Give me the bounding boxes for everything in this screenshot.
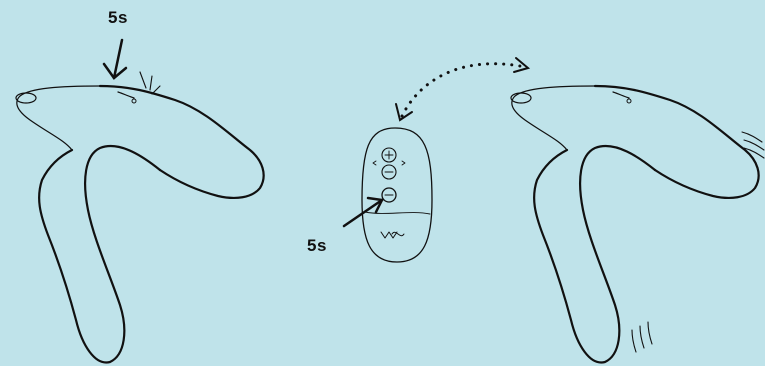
- press-duration-label-remote: 5s: [307, 236, 327, 256]
- vibration-marks-right-leg: [632, 322, 652, 352]
- press-duration-label-top: 5s: [108, 8, 128, 28]
- press-arrow-top: [104, 40, 126, 78]
- device-left: [16, 86, 264, 362]
- remote-control: [362, 128, 432, 262]
- device-right: [511, 86, 759, 362]
- pairing-dotted-arrow: [396, 58, 528, 120]
- vibration-marks-right-arm: [742, 132, 764, 158]
